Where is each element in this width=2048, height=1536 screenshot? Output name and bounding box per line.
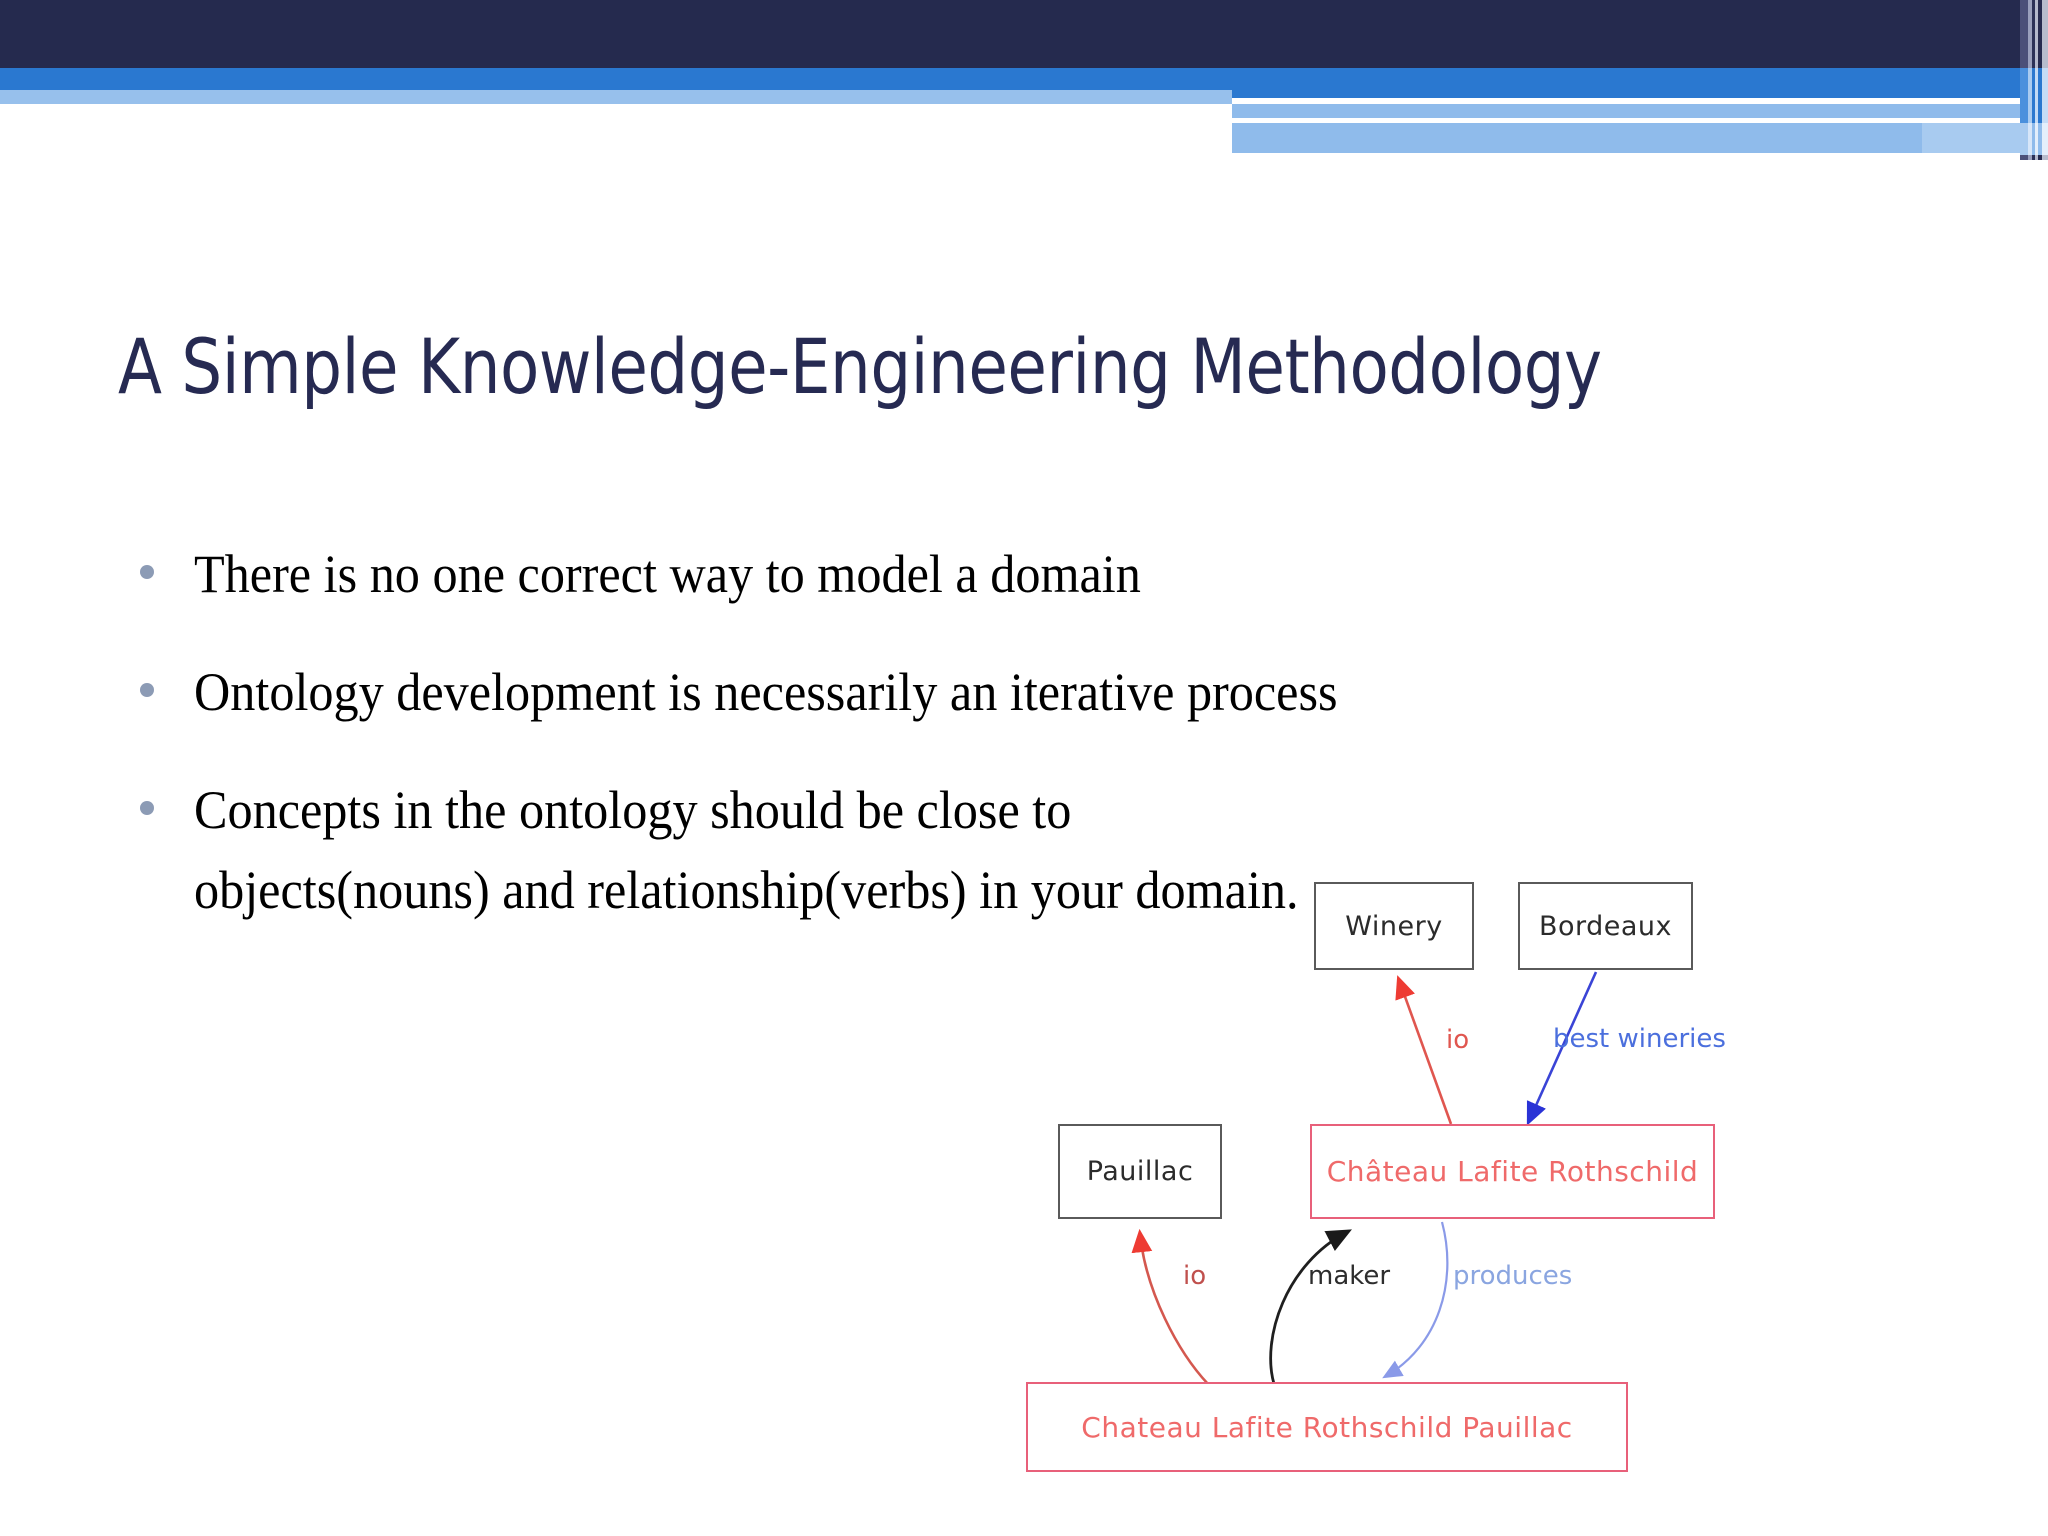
edge-bottom-to-chateau xyxy=(1269,1229,1352,1385)
page-title: A Simple Knowledge-Engineering Methodolo… xyxy=(118,322,1602,411)
bullet-text: Ontology development is necessarily an i… xyxy=(194,661,1338,722)
edge-label-io-winery: io xyxy=(1446,1025,1470,1055)
edge-label-produces: produces xyxy=(1453,1261,1573,1291)
header-stripe-blue-1 xyxy=(2020,68,2028,123)
edge-label-best-wineries: best wineries xyxy=(1553,1024,1726,1054)
header-light-band-left xyxy=(0,90,1232,104)
header-light-band-right xyxy=(1922,123,2020,153)
header-stripe-light-5 xyxy=(2038,123,2042,155)
edge-bordeaux-to-chateau xyxy=(1526,971,1598,1126)
diagram-node-pauillac[interactable]: Pauillac xyxy=(1058,1124,1222,1219)
bullet-dot-icon xyxy=(140,800,154,815)
header-stripe-blue-4 xyxy=(2035,68,2038,123)
list-item: Concepts in the ontology should be close… xyxy=(140,771,1900,931)
header-stripe-light-4 xyxy=(2035,123,2038,155)
edge-chateau-to-bottom xyxy=(1382,1221,1449,1379)
header-stripe-light-1 xyxy=(2020,123,2028,155)
edge-label-io-pauillac: io xyxy=(1183,1261,1207,1291)
diagram-node-bordeaux[interactable]: Bordeaux xyxy=(1518,882,1693,970)
header-stripe-light-3 xyxy=(2032,123,2035,155)
header-stripe-light-6 xyxy=(2042,123,2048,155)
list-item: There is no one correct way to model a d… xyxy=(140,535,1900,615)
bullet-dot-icon xyxy=(140,682,154,697)
slide-header-decoration xyxy=(0,0,2048,160)
ontology-diagram: Winery Bordeaux Pauillac Château Lafite … xyxy=(1018,872,1726,1472)
diagram-node-winery[interactable]: Winery xyxy=(1314,882,1474,970)
header-light-band-lower xyxy=(1232,123,1922,153)
list-item: Ontology development is necessarily an i… xyxy=(140,653,1900,733)
header-stripe-blue-2 xyxy=(2028,68,2032,123)
header-stripe-blue-5 xyxy=(2038,68,2042,123)
bullet-text: Concepts in the ontology should be close… xyxy=(194,779,1299,920)
header-stripe-blue-6 xyxy=(2042,68,2048,123)
diagram-node-chateau-lafite-rothschild-pauillac[interactable]: Chateau Lafite Rothschild Pauillac xyxy=(1026,1382,1628,1472)
header-light-band-mid xyxy=(1232,104,2020,118)
edge-bottom-to-pauillac xyxy=(1131,1228,1209,1385)
header-navy-band xyxy=(0,0,2020,68)
header-stripe-blue-3 xyxy=(2032,68,2035,123)
bullet-text: There is no one correct way to model a d… xyxy=(194,544,1141,604)
header-stripe-light-2 xyxy=(2028,123,2032,155)
edge-chateau-to-winery xyxy=(1395,975,1453,1125)
diagram-edges xyxy=(1131,971,1598,1385)
edge-label-maker: maker xyxy=(1308,1261,1391,1291)
bullet-list: There is no one correct way to model a d… xyxy=(140,535,1900,969)
bullet-dot-icon xyxy=(140,565,154,579)
diagram-node-chateau-lafite-rothschild[interactable]: Château Lafite Rothschild xyxy=(1310,1124,1715,1219)
